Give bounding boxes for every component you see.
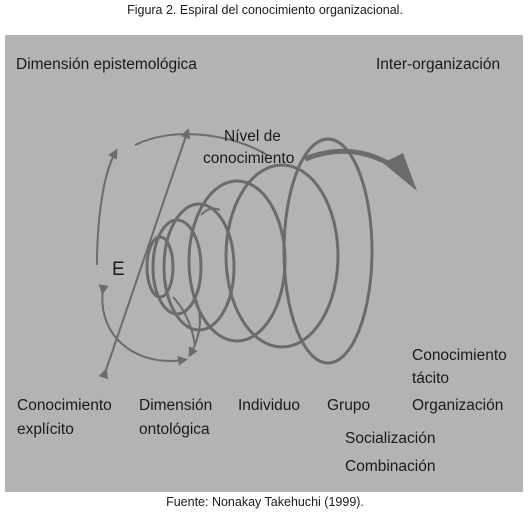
knowledge-spiral-graphic	[96, 128, 417, 380]
left-curved-arrow-lower	[98, 284, 188, 366]
spiral-loop-6	[282, 137, 374, 365]
inner-curved-arrow	[188, 296, 201, 358]
individual-label: Individuo	[238, 397, 301, 414]
organization-label: Organización	[412, 397, 504, 414]
explicit-knowledge-label-line1: Conocimiento	[17, 397, 112, 414]
spiral-exit-arrowhead	[383, 153, 417, 191]
spiral-loop-5	[224, 163, 340, 349]
ontological-dimension-label-line1: Dimensión	[139, 397, 213, 414]
knowledge-level-label-line2: conocimiento	[203, 150, 295, 167]
tacit-knowledge-label-line1: Conocimiento	[412, 347, 507, 364]
tacit-knowledge-label-line2: tácito	[412, 370, 450, 387]
spiral-loop-1	[145, 235, 175, 299]
socialization-label: Socialización	[345, 430, 436, 447]
figure-source-caption: Fuente: Nonakay Takehuchi (1999).	[166, 495, 364, 509]
inter-organization-label: Inter-organización	[376, 56, 501, 73]
e-marker-label: E	[112, 259, 125, 280]
combination-label: Combinación	[345, 458, 436, 475]
spiral-diagram-panel: Dimensión epistemológica Inter-organizac…	[5, 35, 523, 492]
group-label: Grupo	[327, 397, 371, 414]
explicit-knowledge-label-line2: explícito	[17, 421, 74, 438]
knowledge-level-label-line1: Nível de	[224, 128, 281, 145]
top-back-arc	[134, 133, 268, 156]
spiral-connector	[200, 207, 221, 216]
ontological-dimension-label-line2: ontológica	[139, 421, 210, 438]
left-curved-arrow-upper	[96, 148, 118, 266]
epistemic-axis-arrow	[98, 128, 191, 380]
figure-caption: Figura 2. Espiral del conocimiento organ…	[127, 3, 403, 17]
epistemological-dimension-label: Dimensión epistemológica	[16, 56, 197, 73]
